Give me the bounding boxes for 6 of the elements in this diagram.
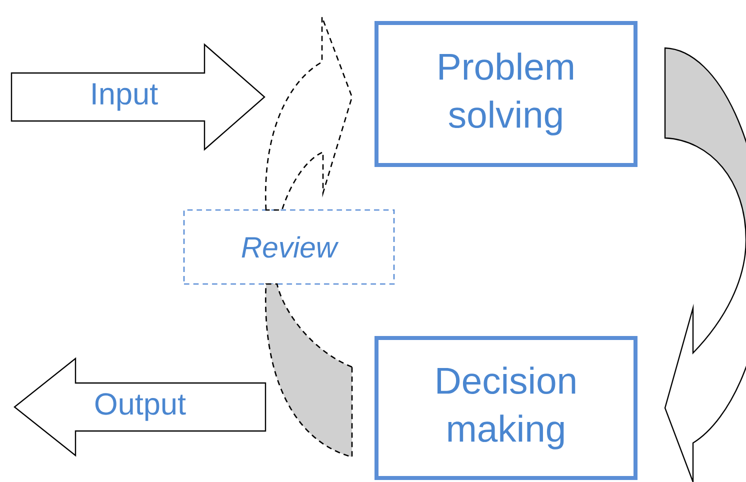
curved-arrow bbox=[265, 283, 353, 458]
review-box: Review bbox=[183, 209, 395, 285]
process-box: Decision making bbox=[374, 336, 638, 480]
curved-arrow bbox=[664, 47, 746, 482]
curved-arrow bbox=[264, 16, 353, 211]
process-box: Problem solving bbox=[374, 21, 638, 167]
